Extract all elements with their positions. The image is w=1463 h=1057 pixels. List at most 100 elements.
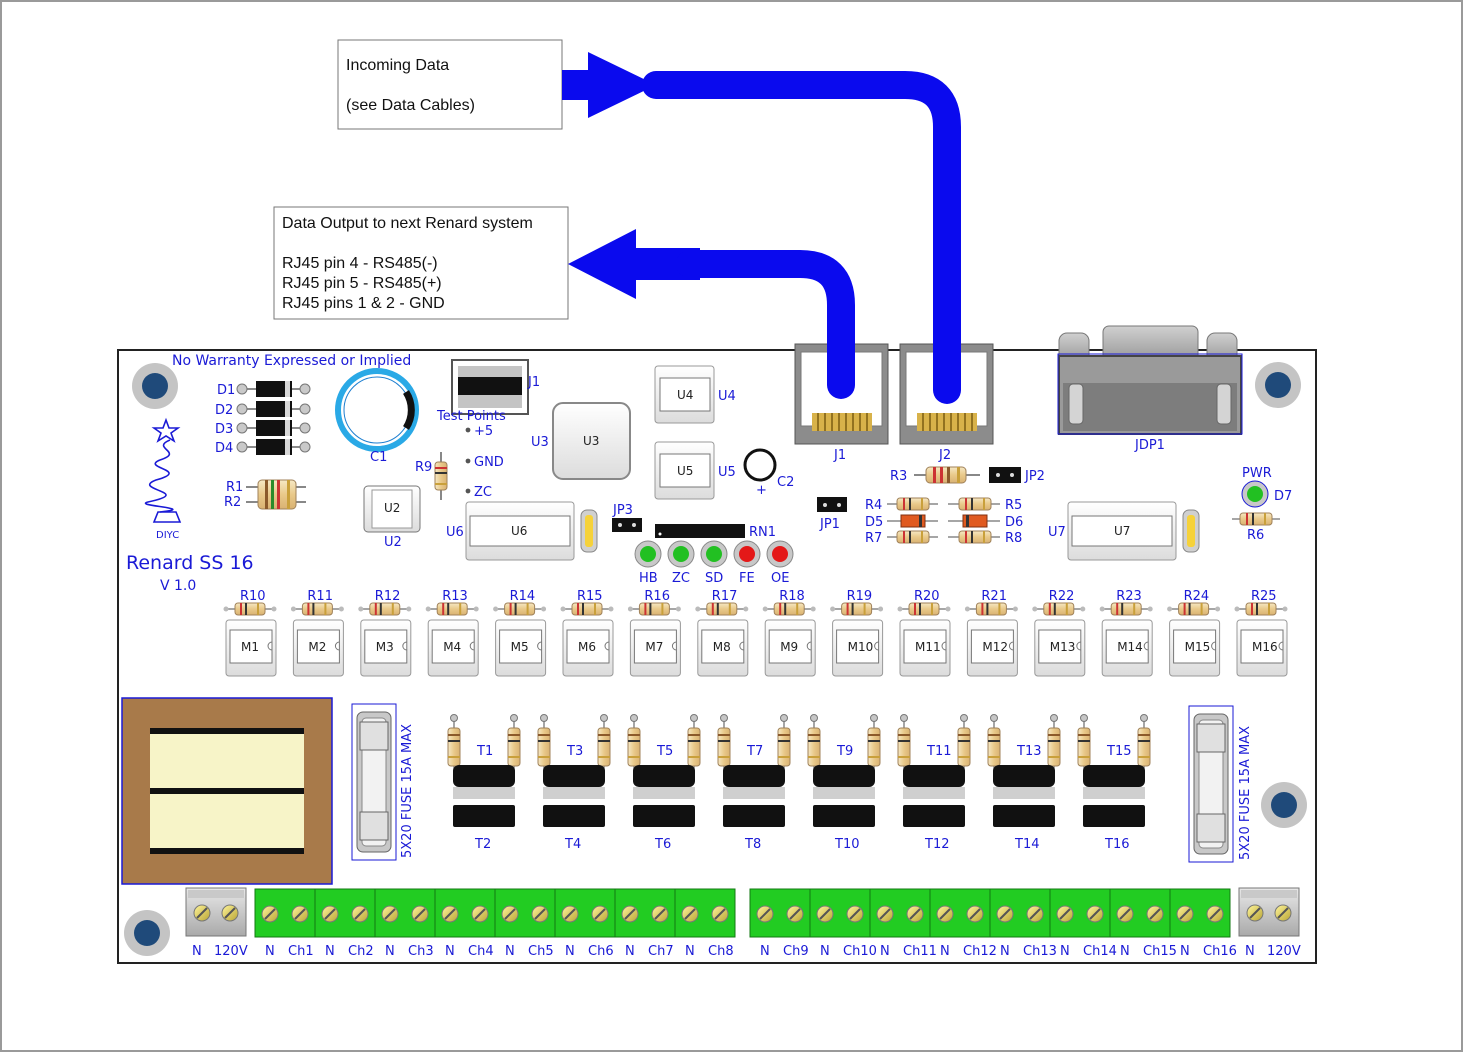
label-t13: T13: [1016, 744, 1041, 759]
mounting-hole: [1255, 362, 1301, 408]
led-oe: OE: [766, 540, 794, 586]
optocoupler-m5: M5: [495, 619, 547, 677]
label-r23: R23: [1116, 589, 1142, 604]
optocoupler-m16: M16: [1236, 619, 1288, 677]
label-d6: D6: [1005, 515, 1023, 530]
resistor-r8: R8: [948, 530, 1022, 546]
led-hb-label: HB: [639, 571, 658, 586]
fuse-left-rating: 5X20 FUSE 15A MAX: [400, 724, 415, 858]
component-group-right: R5 D6 R8: [948, 497, 1023, 546]
power-led-d7: PWR D7: [1241, 466, 1292, 508]
data-output-callout: Data Output to next Renard system RJ45 p…: [273, 206, 569, 320]
label-r7: R7: [865, 531, 882, 546]
optocoupler-m14-label: M14: [1117, 640, 1143, 654]
label-header-j1: J1: [527, 375, 540, 390]
rj45-gnd-note: RJ45 pins 1 & 2 - GND: [282, 295, 445, 312]
power-led-lens: [1247, 486, 1263, 502]
optocoupler-m8-label: M8: [713, 640, 731, 654]
optocoupler-m6: M6: [562, 619, 614, 677]
fuse-holder-left: 5X20 FUSE 15A MAX: [351, 703, 415, 861]
label-r3: R3: [890, 469, 907, 484]
label-t5: T5: [656, 744, 673, 759]
chip-u5: U5 U5: [654, 441, 736, 500]
optocoupler-m15: M15: [1169, 619, 1221, 677]
channel-terminal-label: N: [1000, 944, 1010, 959]
channel-terminal-label: Ch14: [1083, 944, 1117, 959]
chip-u6-body-label: U6: [511, 524, 527, 538]
terminal-left-120v-label: 120V: [214, 944, 248, 959]
label-t15: T15: [1106, 744, 1131, 759]
jumper-jp1: JP1: [817, 497, 847, 532]
db9-connector-jdp1: JDP1: [1057, 325, 1243, 453]
resistor-r12: R12: [358, 589, 412, 616]
channel-terminal-label: N: [565, 944, 575, 959]
label-r9: R9: [415, 460, 432, 475]
label-jp2: JP2: [1024, 469, 1045, 484]
channel-terminal-label: Ch3: [408, 944, 434, 959]
led-zc-label: ZC: [672, 571, 690, 586]
resistor-r22: R22: [1032, 589, 1086, 616]
channel-terminal-label: N: [685, 944, 695, 959]
resistor-r3: R3: [890, 466, 980, 484]
chip-u2: U2 U2: [363, 485, 421, 550]
optocoupler-m4-label: M4: [443, 640, 461, 654]
led-hb-lens: [640, 546, 656, 562]
channel-terminal-label: N: [1120, 944, 1130, 959]
label-r11: R11: [307, 589, 333, 604]
resistor-r15: R15: [560, 589, 614, 616]
label-t7: T7: [746, 744, 763, 759]
warranty-notice: No Warranty Expressed or Implied: [172, 353, 411, 369]
label-jp3: JP3: [612, 503, 633, 518]
diode-d1: D1: [217, 381, 311, 398]
label-t1: T1: [476, 744, 493, 759]
mounting-holes: [124, 362, 1307, 956]
optocoupler-m16-label: M16: [1252, 640, 1278, 654]
label-jdp1: JDP1: [1134, 438, 1165, 453]
data-output-title: Data Output to next Renard system: [282, 215, 533, 232]
resistor-r23: R23: [1099, 589, 1153, 616]
optocoupler-m2-label: M2: [308, 640, 326, 654]
fuse-holder-right: 5X20 FUSE 15A MAX: [1188, 705, 1253, 863]
channel-terminal-label: Ch12: [963, 944, 997, 959]
label-r8: R8: [1005, 531, 1022, 546]
diode-d3: D3: [215, 420, 311, 437]
header-j1: J1: [451, 359, 540, 415]
c2-polarity-mark: +: [756, 483, 767, 498]
channel-terminal-label: N: [880, 944, 890, 959]
label-u3: U3: [531, 435, 549, 450]
test-point-5v: +5: [474, 424, 493, 439]
resistor-r24: R24: [1167, 589, 1221, 616]
label-r2: R2: [224, 495, 241, 510]
chip-u7-body-label: U7: [1114, 524, 1130, 538]
mounting-hole: [132, 363, 178, 409]
optocoupler-m12-label: M12: [982, 640, 1008, 654]
outgoing-data-cable: [568, 229, 855, 399]
label-rn1: RN1: [749, 525, 776, 540]
resistor-r9: R9: [415, 452, 448, 500]
optocoupler-m12: M12: [966, 619, 1018, 677]
label-d7: D7: [1274, 489, 1292, 504]
optocoupler-m6-label: M6: [578, 640, 596, 654]
label-r17: R17: [712, 589, 738, 604]
optocoupler-m7-label: M7: [645, 640, 663, 654]
incoming-arrow-head: [562, 52, 656, 118]
resistor-r16: R16: [627, 589, 681, 616]
transformer: [121, 697, 333, 885]
label-r19: R19: [847, 589, 873, 604]
led-zc-lens: [673, 546, 689, 562]
label-r5: R5: [1005, 498, 1022, 513]
capacitor-c1: C1: [335, 368, 419, 465]
optocoupler-m7: M7: [629, 619, 681, 677]
label-t10: T10: [834, 837, 859, 852]
optocoupler-m9-label: M9: [780, 640, 798, 654]
diode-d5: D5: [865, 514, 938, 530]
mounting-hole: [124, 910, 170, 956]
